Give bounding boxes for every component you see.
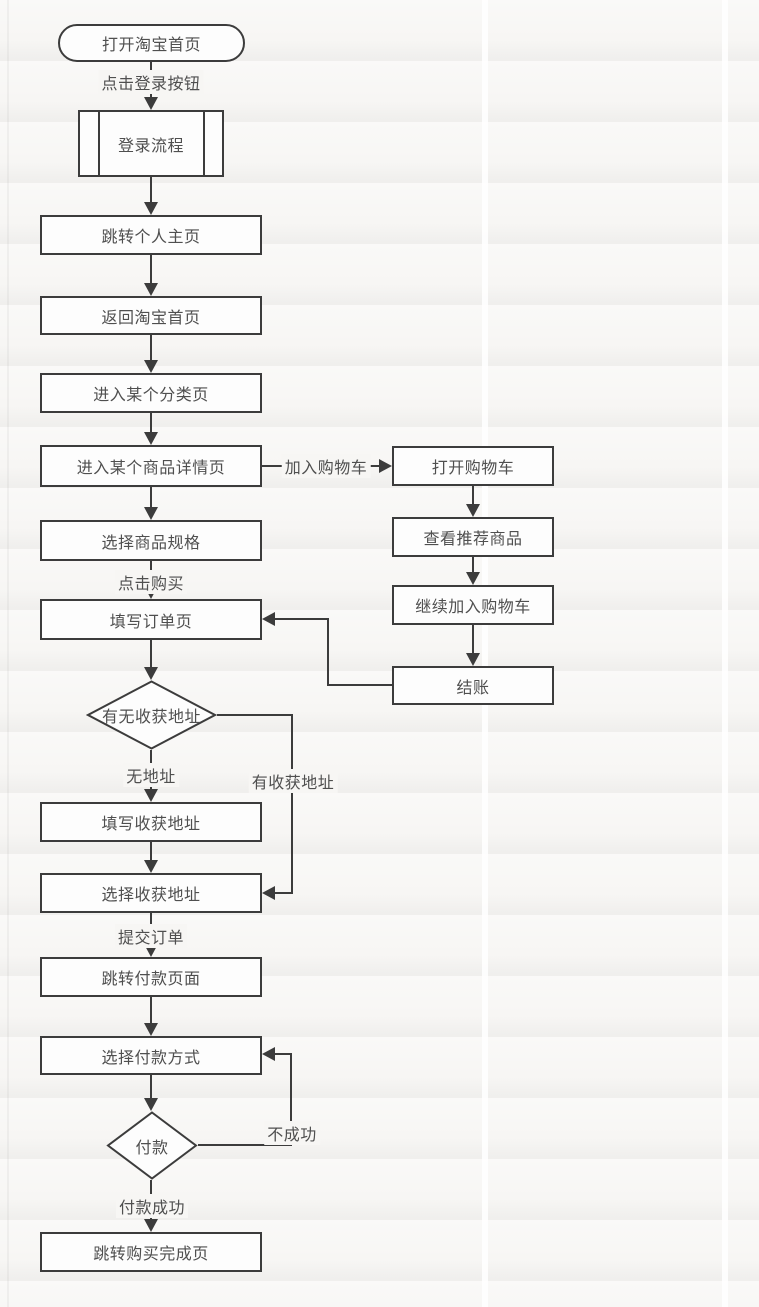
arrowhead <box>144 97 158 110</box>
diamond-shape <box>86 680 217 750</box>
subprocess-bar <box>98 112 100 175</box>
connector-has-address <box>291 714 293 893</box>
node-label: 进入某个商品详情页 <box>76 460 226 477</box>
node-label: 跳转个人主页 <box>101 229 201 246</box>
node-start-terminator: 打开淘宝首页 <box>58 24 245 62</box>
node-label: 有无收获地址 <box>101 709 201 726</box>
node-view-recommended: 查看推荐商品 <box>392 517 554 557</box>
node-fill-order: 填写订单页 <box>40 599 262 640</box>
node-select-spec: 选择商品规格 <box>40 520 262 561</box>
arrow-detail-to-spec <box>150 487 152 507</box>
node-label: 选择付款方式 <box>101 1049 201 1067</box>
arrow-login-to-profile <box>150 177 152 202</box>
arrow-fill-to-select-address <box>150 842 152 860</box>
arrowhead <box>262 886 275 900</box>
connector-has-address <box>275 892 293 894</box>
node-label: 跳转付款页面 <box>101 971 201 988</box>
arrowhead <box>144 789 158 802</box>
edge-label-click-buy: 点击购买 <box>114 570 188 594</box>
arrow-continue-to-checkout <box>472 625 474 653</box>
node-address-decision: 有无收获地址 <box>86 680 217 750</box>
arrowhead <box>144 507 158 520</box>
arrowhead <box>144 1098 158 1111</box>
node-login-subprocess: 登录流程 <box>78 110 224 177</box>
node-purchase-done: 跳转购买完成页 <box>40 1232 262 1272</box>
node-label: 选择收获地址 <box>101 887 201 904</box>
edge-label-add-to-cart: 加入购物车 <box>281 454 371 478</box>
edge-label-no-address: 无地址 <box>123 763 179 787</box>
node-continue-add-cart: 继续加入购物车 <box>392 585 554 625</box>
node-label: 继续加入购物车 <box>415 599 531 616</box>
node-label: 填写订单页 <box>109 613 193 631</box>
arrowhead <box>466 653 480 666</box>
node-label: 选择商品规格 <box>101 534 201 552</box>
node-label: 查看推荐商品 <box>423 531 523 548</box>
edge-label-pay-success: 付款成功 <box>115 1194 189 1218</box>
node-select-address: 选择收获地址 <box>40 873 262 913</box>
node-pay-decision: 付款 <box>106 1111 198 1180</box>
arrowhead <box>144 1023 158 1036</box>
arrow-payment-page-to-method <box>150 997 152 1023</box>
background-grid-line <box>722 0 728 1307</box>
node-select-payment: 选择付款方式 <box>40 1036 262 1075</box>
arrowhead <box>144 202 158 215</box>
arrowhead <box>144 1219 158 1232</box>
edge-label-pay-fail: 不成功 <box>264 1121 320 1145</box>
node-back-home: 返回淘宝首页 <box>40 296 262 335</box>
arrowhead <box>379 459 392 473</box>
arrowhead <box>466 504 480 517</box>
connector-checkout-to-order <box>275 618 328 620</box>
subprocess-bar <box>203 112 205 175</box>
node-label: 填写收获地址 <box>101 816 201 833</box>
connector-checkout-to-order <box>327 618 329 686</box>
connector-pay-fail <box>198 1144 292 1146</box>
arrowhead <box>144 432 158 445</box>
arrowhead <box>262 1047 275 1061</box>
arrowhead <box>144 283 158 296</box>
arrow-profile-to-home <box>150 255 152 283</box>
arrow-recommended-to-continue <box>472 557 474 572</box>
node-fill-address: 填写收获地址 <box>40 802 262 842</box>
arrowhead <box>144 667 158 680</box>
arrowhead <box>262 612 275 626</box>
connector-pay-fail <box>290 1053 292 1146</box>
arrowhead <box>466 572 480 585</box>
node-label: 返回淘宝首页 <box>101 309 201 327</box>
edge-label-has-address: 有收获地址 <box>248 769 338 793</box>
connector-has-address <box>217 714 293 716</box>
edge-label-submit-order: 提交订单 <box>114 924 188 948</box>
node-label: 打开淘宝首页 <box>101 37 201 54</box>
background-grid-line <box>7 0 9 1307</box>
arrow-method-to-pay-decision <box>150 1075 152 1098</box>
arrow-category-to-detail <box>150 413 152 432</box>
connector-pay-fail <box>275 1053 292 1055</box>
node-label: 进入某个分类页 <box>93 387 209 404</box>
node-product-detail: 进入某个商品详情页 <box>40 445 262 487</box>
node-label: 打开购物车 <box>431 460 515 477</box>
node-label: 付款 <box>135 1139 169 1157</box>
arrowhead <box>144 860 158 873</box>
diamond-shape <box>106 1111 198 1180</box>
node-label: 结账 <box>456 679 490 697</box>
arrowhead <box>144 360 158 373</box>
arrow-cart-to-recommended <box>472 486 474 504</box>
node-checkout: 结账 <box>392 666 554 705</box>
connector-checkout-to-order <box>328 684 392 686</box>
arrow-order-to-decision <box>150 640 152 667</box>
arrow-home-to-category <box>150 335 152 360</box>
node-goto-profile: 跳转个人主页 <box>40 215 262 255</box>
edge-label-click-login: 点击登录按钮 <box>98 70 204 94</box>
background-grid-line <box>482 0 488 1307</box>
node-label: 跳转购买完成页 <box>93 1246 209 1263</box>
node-label: 登录流程 <box>117 137 184 155</box>
node-category-page: 进入某个分类页 <box>40 373 262 413</box>
node-open-cart: 打开购物车 <box>392 446 554 486</box>
node-goto-payment: 跳转付款页面 <box>40 957 262 997</box>
